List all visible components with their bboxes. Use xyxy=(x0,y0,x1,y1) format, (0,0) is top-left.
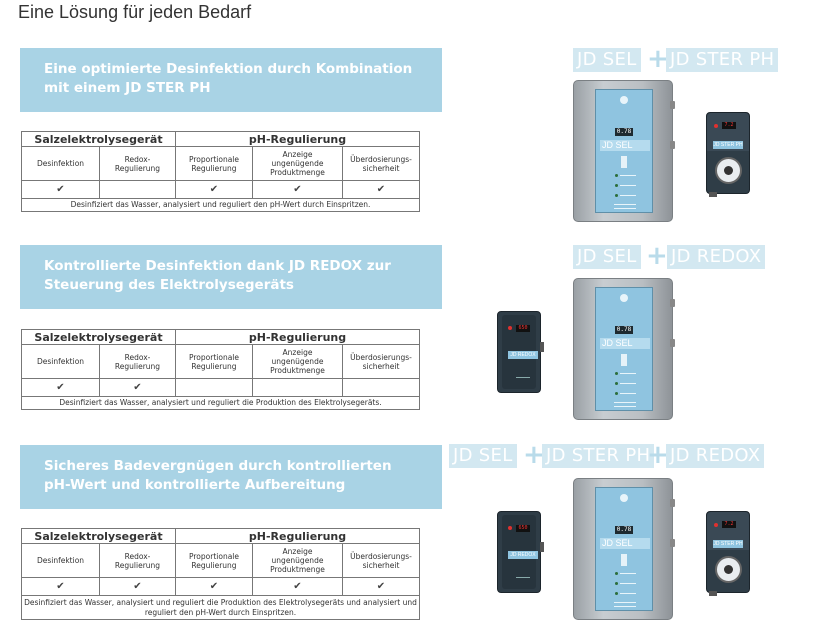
jd-sel-device: 0.78 JD SEL xyxy=(573,278,675,420)
col-header-desinfektion: Desinfektion xyxy=(21,344,100,379)
col-header-ueberdosierung: Überdosierungs- sicherheit xyxy=(342,543,420,578)
col-header-proportional: Proportionale Regulierung xyxy=(175,146,253,181)
col-header-ueberdosierung: Überdosierungs- sicherheit xyxy=(342,344,420,379)
section-2-banner: Kontrollierte Desinfektion dank JD REDOX… xyxy=(20,245,442,309)
check-cell: ✔ xyxy=(21,577,100,596)
check-cell: ✔ xyxy=(21,378,100,397)
label-jd-redox: JD REDOX xyxy=(667,245,766,269)
group-header-ph: pH-Regulierung xyxy=(175,131,420,147)
group-header-salzelektrolyse: Salzelektrolysegerät xyxy=(21,528,176,544)
section-3-note: Desinfiziert das Wasser, analysiert und … xyxy=(21,595,420,620)
group-header-salzelektrolyse: Salzelektrolysegerät xyxy=(21,329,176,345)
col-header-desinfektion: Desinfektion xyxy=(21,543,100,578)
col-header-redox: Redox- Regulierung xyxy=(99,543,176,578)
check-icon: ✔ xyxy=(293,581,302,592)
check-cell: ✔ xyxy=(252,180,343,199)
check-cell: ✔ xyxy=(175,180,253,199)
col-header-anzeige: Anzeige ungenügende Produktmenge xyxy=(252,344,343,379)
pump-rotor-icon xyxy=(715,157,742,184)
section-2-note: Desinfiziert das Wasser, analysiert und … xyxy=(21,396,420,410)
group-header-salzelektrolyse: Salzelektrolysegerät xyxy=(21,131,176,147)
col-header-anzeige: Anzeige ungenügende Produktmenge xyxy=(252,146,343,181)
check-icon: ✔ xyxy=(209,581,219,592)
check-cell: ✔ xyxy=(21,180,100,199)
check-icon: ✔ xyxy=(133,581,142,592)
plus-sign: + xyxy=(647,440,669,470)
col-header-redox: Redox- Regulierung xyxy=(99,344,176,379)
label-jd-redox: JD REDOX xyxy=(666,444,765,468)
col-header-desinfektion: Desinfektion xyxy=(21,146,100,181)
section-1-banner: Eine optimierte Desinfektion durch Kombi… xyxy=(20,48,442,112)
check-icon: ✔ xyxy=(376,184,386,195)
check-icon: ✔ xyxy=(133,382,142,393)
check-cell: ✔ xyxy=(175,577,253,596)
section-1-table: Salzelektrolysegerät pH-Regulierung Desi… xyxy=(21,131,420,212)
check-icon: ✔ xyxy=(376,581,386,592)
label-jd-ster-ph: JD STER PH xyxy=(666,48,779,72)
col-header-anzeige: Anzeige ungenügende Produktmenge xyxy=(252,543,343,578)
check-icon: ✔ xyxy=(56,581,65,592)
label-jd-sel: JD SEL xyxy=(573,245,641,269)
jd-sel-device: 0.78 JD SEL xyxy=(573,478,675,620)
check-cell: ✔ xyxy=(342,577,420,596)
check-cell: ✔ xyxy=(99,378,176,397)
check-icon: ✔ xyxy=(209,184,219,195)
col-header-proportional: Proportionale Regulierung xyxy=(175,344,253,379)
col-header-proportional: Proportionale Regulierung xyxy=(175,543,253,578)
label-jd-sel: JD SEL xyxy=(573,48,641,72)
plus-sign: + xyxy=(646,241,668,271)
check-icon: ✔ xyxy=(56,382,65,393)
page-heading: Eine Lösung für jeden Bedarf xyxy=(18,2,252,22)
check-cell xyxy=(342,378,420,397)
group-header-ph: pH-Regulierung xyxy=(175,329,420,345)
check-cell: ✔ xyxy=(252,577,343,596)
section-3-banner: Sicheres Badevergnügen durch kontrollier… xyxy=(20,445,442,509)
check-cell xyxy=(252,378,343,397)
check-cell: ✔ xyxy=(342,180,420,199)
plus-sign: + xyxy=(523,440,545,470)
section-2-table: Salzelektrolysegerät pH-Regulierung Desi… xyxy=(21,329,420,410)
check-icon: ✔ xyxy=(56,184,65,195)
check-cell xyxy=(175,378,253,397)
label-jd-ster-ph: JD STER PH xyxy=(542,444,655,468)
check-cell xyxy=(99,180,176,199)
section-3-table: Salzelektrolysegerät pH-Regulierung Desi… xyxy=(21,528,420,620)
col-header-ueberdosierung: Überdosierungs- sicherheit xyxy=(342,146,420,181)
label-jd-sel: JD SEL xyxy=(449,444,517,468)
section-1-note: Desinfiziert das Wasser, analysiert und … xyxy=(21,198,420,212)
check-cell: ✔ xyxy=(99,577,176,596)
col-header-redox: Redox- Regulierung xyxy=(99,146,176,181)
plus-sign: + xyxy=(647,44,669,74)
group-header-ph: pH-Regulierung xyxy=(175,528,420,544)
pump-rotor-icon xyxy=(715,556,742,583)
check-icon: ✔ xyxy=(293,184,302,195)
jd-sel-device: 0.78 JD SEL xyxy=(573,80,675,222)
